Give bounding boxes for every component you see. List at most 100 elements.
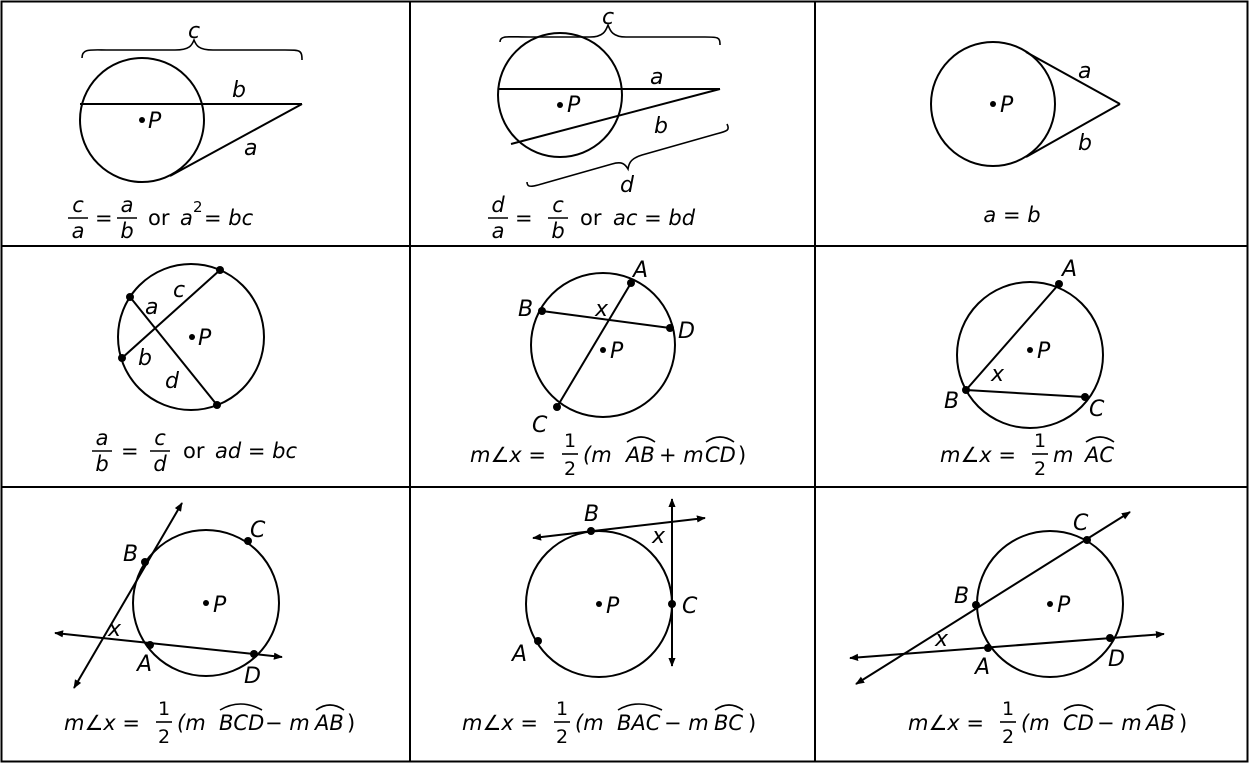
cell-chords-angle: A B D C x P m∠x = 1 2 (m AB + m CD ) [470, 258, 746, 480]
fraction-numerator: 1 [556, 698, 568, 720]
formula: m∠x = 1 2 m AC [940, 430, 1115, 480]
label-c: C [250, 518, 266, 543]
fraction-numerator: 1 [564, 430, 576, 452]
label-b: B [518, 297, 533, 322]
fraction-denominator: a [72, 219, 85, 243]
formula-lhs: m∠x = [908, 711, 984, 735]
label-c: C [532, 413, 548, 438]
formula-lhs: m∠x = [462, 711, 538, 735]
label-p: P [148, 109, 162, 134]
label-b: b [138, 346, 152, 371]
formula: m∠x = 1 2 (m AB + m CD ) [470, 430, 746, 480]
formula-rest: ac = bd [613, 206, 696, 230]
label-c: c [173, 278, 185, 303]
label-p: P [1000, 93, 1014, 118]
formula-close: ) [748, 711, 756, 735]
label-c: C [1073, 511, 1089, 536]
formula-op: − m [265, 711, 310, 735]
fraction-denominator: 2 [158, 726, 170, 748]
label-a: a [650, 65, 663, 90]
fraction-denominator: 2 [564, 458, 576, 480]
label-a: A [631, 258, 648, 283]
fraction-numerator: a [121, 193, 134, 217]
label-x: x [990, 362, 1005, 387]
or-word: or [148, 206, 170, 230]
formula: a = b [983, 203, 1040, 227]
or-word: or [183, 439, 205, 463]
label-b: b [654, 114, 668, 139]
cell-inscribed-angle: A B C x P m∠x = 1 2 m AC [940, 257, 1115, 480]
cell-two-tangents: a b P a = b [930, 41, 1121, 227]
label-p: P [610, 339, 624, 364]
cell-intersecting-chords: a c b d P a b = c d or ad = bc [92, 263, 297, 476]
label-a: A [973, 655, 990, 680]
formula-open: (m [583, 443, 612, 467]
label-c: c [602, 5, 614, 30]
equals-sign: = [121, 439, 139, 463]
label-d: D [244, 664, 261, 689]
label-b: b [1078, 131, 1092, 156]
label-a: a [244, 136, 257, 161]
formula-close: ) [738, 443, 746, 467]
formula: m∠x = 1 2 (m BAC − m BC ) [462, 698, 756, 748]
label-x: x [651, 524, 666, 549]
label-x: x [934, 627, 949, 652]
label-p: P [606, 594, 620, 619]
cell-tangents-exterior-angle: B x C A P m∠x = 1 2 (m BAC − m BC ) [462, 498, 756, 748]
label-b: b [232, 78, 246, 103]
formula: d a = c b or ac = bd [488, 193, 696, 243]
arc-2: AB [1144, 711, 1175, 735]
label-c: C [1089, 397, 1105, 422]
label-a: a [1078, 59, 1091, 84]
formula: m∠x = 1 2 (m CD − m AB ) [908, 698, 1187, 748]
cell-secants-exterior-angle: B C A D x P m∠x = 1 2 (m BCD − m AB ) [54, 502, 355, 748]
fraction-numerator: a [96, 426, 109, 450]
label-b: B [123, 542, 138, 567]
arc-1: AC [1083, 443, 1114, 467]
fraction-numerator: 1 [1002, 698, 1014, 720]
formula-open: (m [575, 711, 604, 735]
formula-close: ) [347, 711, 355, 735]
formula-rest: = bc [204, 206, 254, 230]
label-b: B [584, 502, 599, 527]
formula-op: − m [1097, 711, 1142, 735]
formula-open: (m [1021, 711, 1050, 735]
formula-rest: ad = bc [215, 439, 297, 463]
fraction-denominator: b [551, 219, 564, 243]
label-p: P [567, 93, 581, 118]
label-p: P [213, 593, 227, 618]
fraction-denominator: b [120, 219, 133, 243]
fraction-denominator: a [492, 219, 505, 243]
arc-1: BAC [617, 711, 661, 735]
label-d: D [678, 319, 695, 344]
label-p: P [1037, 339, 1051, 364]
or-word: or [580, 206, 602, 230]
formula: m∠x = 1 2 (m BCD − m AB ) [64, 698, 355, 748]
arc-1: BCD [219, 711, 264, 735]
formula-op: + m [659, 443, 704, 467]
label-a: a [145, 295, 158, 320]
arc-2: BC [714, 711, 743, 735]
arc-2: AB [313, 711, 344, 735]
equals-sign: = [95, 206, 113, 230]
label-b: B [954, 584, 969, 609]
label-x: x [107, 617, 122, 642]
fraction-numerator: 1 [1034, 430, 1046, 452]
formula-exponent: 2 [193, 198, 203, 216]
label-p: P [198, 326, 212, 351]
cell-two-secants: c a b d P d a = c b or ac = bd [488, 5, 730, 243]
fraction-denominator: 2 [1002, 726, 1014, 748]
formula-lhs: m∠x = [940, 443, 1016, 467]
cell-secant-tangent: c b a P c a = a b or a 2 = bc [68, 19, 303, 243]
fraction-numerator: d [491, 193, 505, 217]
arc-2: CD [705, 443, 736, 467]
formula-open: (m [177, 711, 206, 735]
arc-1: AB [624, 443, 655, 467]
arc-1: CD [1063, 711, 1094, 735]
label-d: D [1108, 647, 1125, 672]
label-a: A [510, 642, 527, 667]
formula-open: m [1053, 443, 1073, 467]
label-c: c [188, 19, 200, 44]
